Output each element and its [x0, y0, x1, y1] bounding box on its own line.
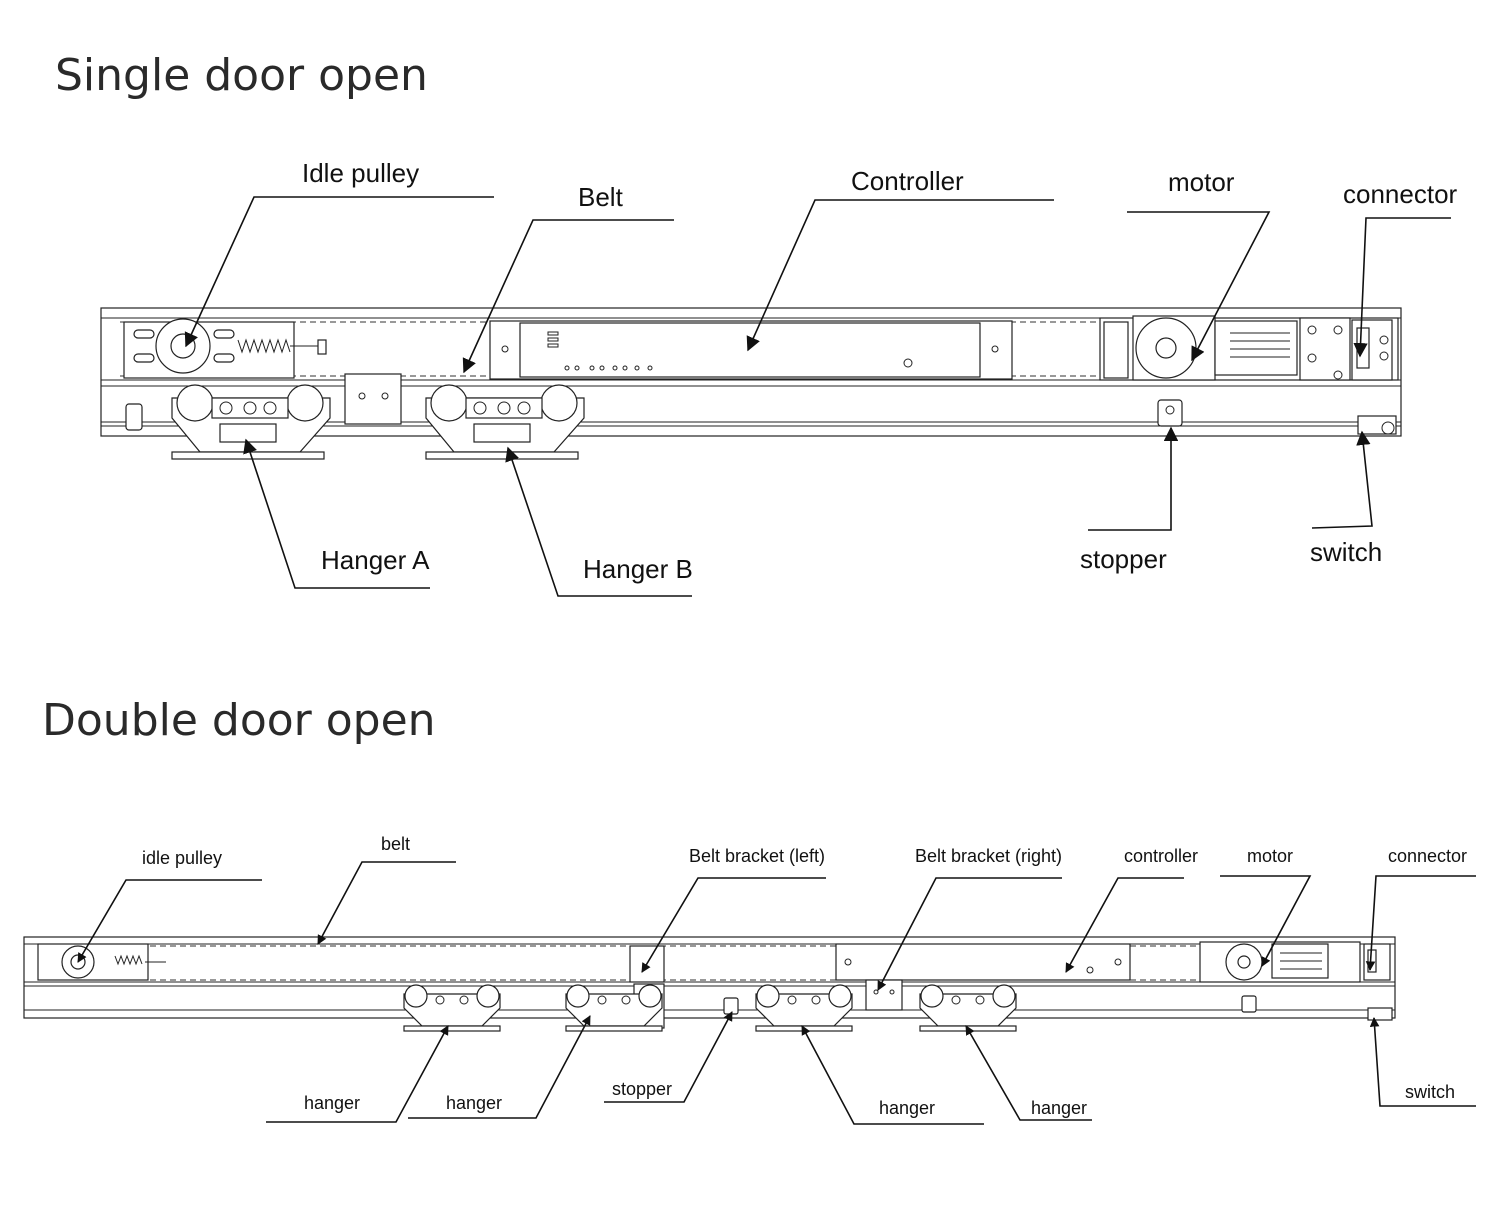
- single-idle-pulley-label: Idle pulley: [302, 158, 419, 188]
- double-hanger-1-label: hanger: [304, 1093, 360, 1113]
- double-switch-label: switch: [1405, 1082, 1455, 1102]
- double-motor-unit: [1199, 941, 1361, 983]
- double-hanger-2-label: hanger: [446, 1093, 502, 1113]
- single-motor-label: motor: [1168, 167, 1235, 197]
- single-callouts: [184, 196, 1451, 597]
- single-stopper-label: stopper: [1080, 544, 1167, 574]
- double-belt-bracket-right: [865, 979, 903, 1011]
- double-hanger-4-label: hanger: [1031, 1098, 1087, 1118]
- double-belt-bracket-right-label: Belt bracket (right): [915, 846, 1062, 866]
- single-connector-label: connector: [1343, 179, 1458, 209]
- double-idle-pulley-assembly: [37, 943, 166, 981]
- single-hanger-a-label: Hanger A: [321, 545, 430, 575]
- double-connector-label: connector: [1388, 846, 1467, 866]
- single-belt-bracket: [344, 373, 402, 425]
- single-door-title: Single door open: [55, 50, 428, 101]
- single-connector: [1351, 319, 1393, 381]
- single-stopper: [1157, 399, 1183, 427]
- double-operator-rail: [23, 936, 1396, 1019]
- single-belt-label: Belt: [578, 182, 624, 212]
- double-connector: [1363, 943, 1391, 981]
- double-controller-label: controller: [1124, 846, 1198, 866]
- single-left-end-stop: [125, 403, 143, 431]
- double-stopper: [723, 997, 739, 1015]
- single-motor-unit: [1099, 315, 1399, 381]
- double-belt-label: belt: [381, 834, 410, 854]
- double-callouts: [77, 861, 1476, 1125]
- double-idle-pulley-label: idle pulley: [142, 848, 222, 868]
- single-hanger-b: [425, 384, 585, 460]
- double-motor-label: motor: [1247, 846, 1293, 866]
- single-controller: [489, 320, 1013, 380]
- double-belt-bracket-left-label: Belt bracket (left): [689, 846, 825, 866]
- single-switch: [1357, 415, 1397, 435]
- double-switch: [1367, 1007, 1393, 1021]
- double-stopper-label: stopper: [612, 1079, 672, 1099]
- double-hanger-1: [403, 984, 501, 1032]
- double-door-title: Double door open: [42, 695, 436, 746]
- double-hanger-3-label: hanger: [879, 1098, 935, 1118]
- single-controller-label: Controller: [851, 166, 964, 196]
- single-hanger-a: [171, 384, 331, 460]
- single-switch-label: switch: [1310, 537, 1382, 567]
- single-hanger-b-label: Hanger B: [583, 554, 693, 584]
- double-controller: [835, 943, 1131, 981]
- double-right-stopper: [1241, 995, 1257, 1013]
